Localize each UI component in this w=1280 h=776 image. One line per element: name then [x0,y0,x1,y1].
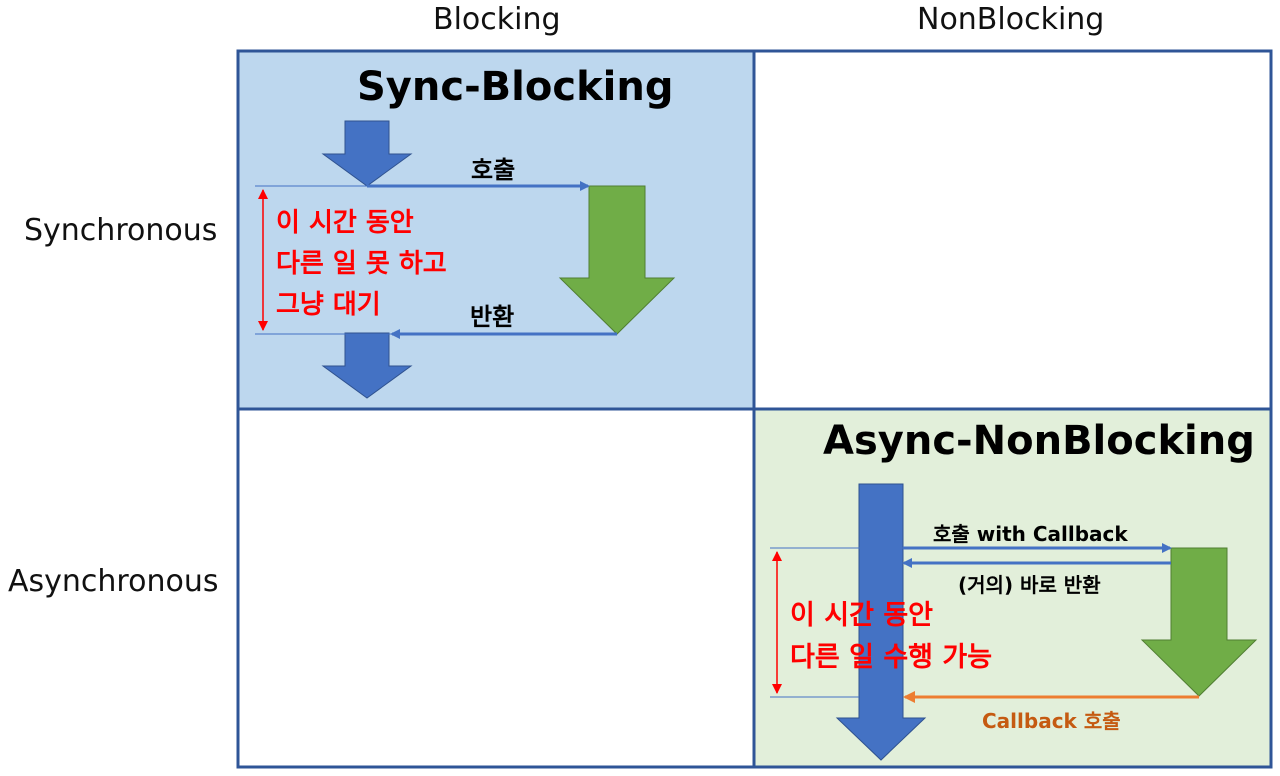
row-header-asynchronous: Asynchronous [8,564,219,599]
async-callee-arrow [1140,547,1258,697]
sync-return-label: 반환 [470,303,515,331]
sync-blocking-title: Sync-Blocking [357,64,674,110]
sync-call-label: 호출 [471,156,516,184]
sync-caller-arrow-bottom [321,332,413,399]
column-header-nonblocking: NonBlocking [917,2,1105,37]
cell-sync-nonblocking [754,51,1271,409]
sync-callee-arrow [558,185,676,335]
async-return-label: (거의) 바로 반환 [958,573,1101,597]
sync-wait-note: 이 시간 동안 다른 일 못 하고 그냥 대기 [276,203,447,326]
async-work-note: 이 시간 동안 다른 일 수행 가능 [790,595,992,679]
column-header-blocking: Blocking [433,2,561,37]
async-callback-label: Callback 호출 [982,709,1121,733]
sync-caller-arrow-top [321,120,413,187]
async-work-note-line-1: 이 시간 동안 [790,600,933,631]
sync-wait-note-line-1: 이 시간 동안 [276,208,414,238]
async-call-label: 호출 with Callback [933,522,1128,546]
quadrant-grid [236,49,1273,769]
sync-wait-note-line-3: 그냥 대기 [276,290,381,320]
cell-async-blocking [238,409,754,767]
async-work-note-line-2: 다른 일 수행 가능 [790,642,993,673]
cell-sync-blocking [238,51,754,409]
async-nonblocking-title: Async-NonBlocking [823,418,1255,464]
row-header-synchronous: Synchronous [24,213,218,248]
sync-wait-note-line-2: 다른 일 못 하고 [276,249,447,279]
